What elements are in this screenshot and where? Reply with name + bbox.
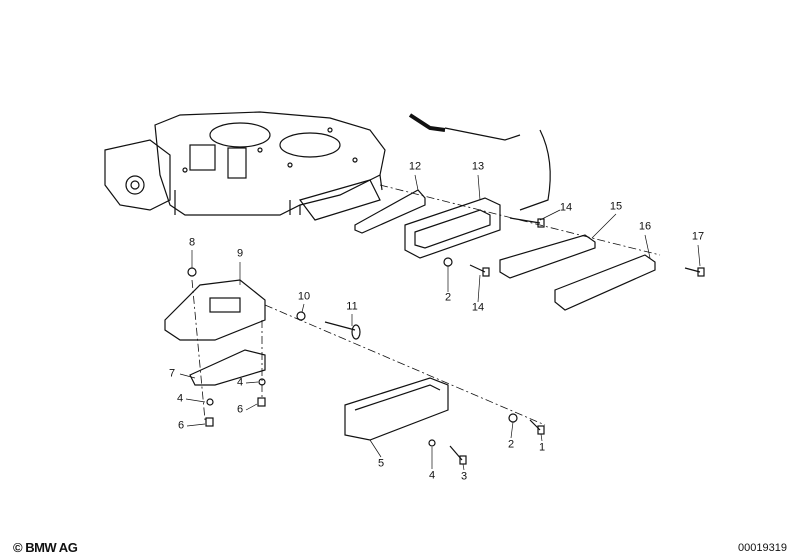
callout-5: 5: [377, 457, 385, 470]
part-9-bracket: [164, 279, 266, 341]
part-5-housing: [344, 377, 449, 441]
callout-9: 9: [236, 247, 244, 260]
callout-4: 4: [236, 376, 244, 389]
callout-4: 4: [176, 392, 184, 405]
callout-8: 8: [188, 236, 196, 249]
part-15-plate: [499, 234, 596, 279]
part-16-cover: [554, 254, 656, 311]
leader-lines: [179, 174, 701, 471]
callout-14: 14: [559, 201, 573, 214]
callout-2: 2: [444, 291, 452, 304]
callout-17: 17: [691, 230, 705, 243]
callout-15: 15: [609, 200, 623, 213]
callout-7: 7: [168, 367, 176, 380]
callout-12: 12: [408, 160, 422, 173]
screws: [187, 217, 705, 465]
callout-1: 1: [538, 441, 546, 454]
callout-6: 6: [177, 419, 185, 432]
copyright-label: © BMW AG: [13, 540, 78, 555]
part-12-gasket: [354, 189, 426, 234]
callout-11: 11: [346, 300, 358, 313]
callout-14: 14: [471, 301, 485, 314]
callout-2: 2: [507, 438, 515, 451]
wire-harness: [408, 113, 551, 211]
callout-13: 13: [471, 160, 485, 173]
alignment-lines: [191, 184, 661, 426]
part-7-bracket: [189, 349, 266, 386]
callout-3: 3: [460, 470, 468, 483]
callout-4: 4: [428, 469, 436, 482]
callout-16: 16: [638, 220, 652, 233]
image-number: 00019319: [738, 542, 787, 554]
callout-10: 10: [297, 290, 311, 303]
callout-6: 6: [236, 403, 244, 416]
carburetor-body: [104, 111, 386, 221]
